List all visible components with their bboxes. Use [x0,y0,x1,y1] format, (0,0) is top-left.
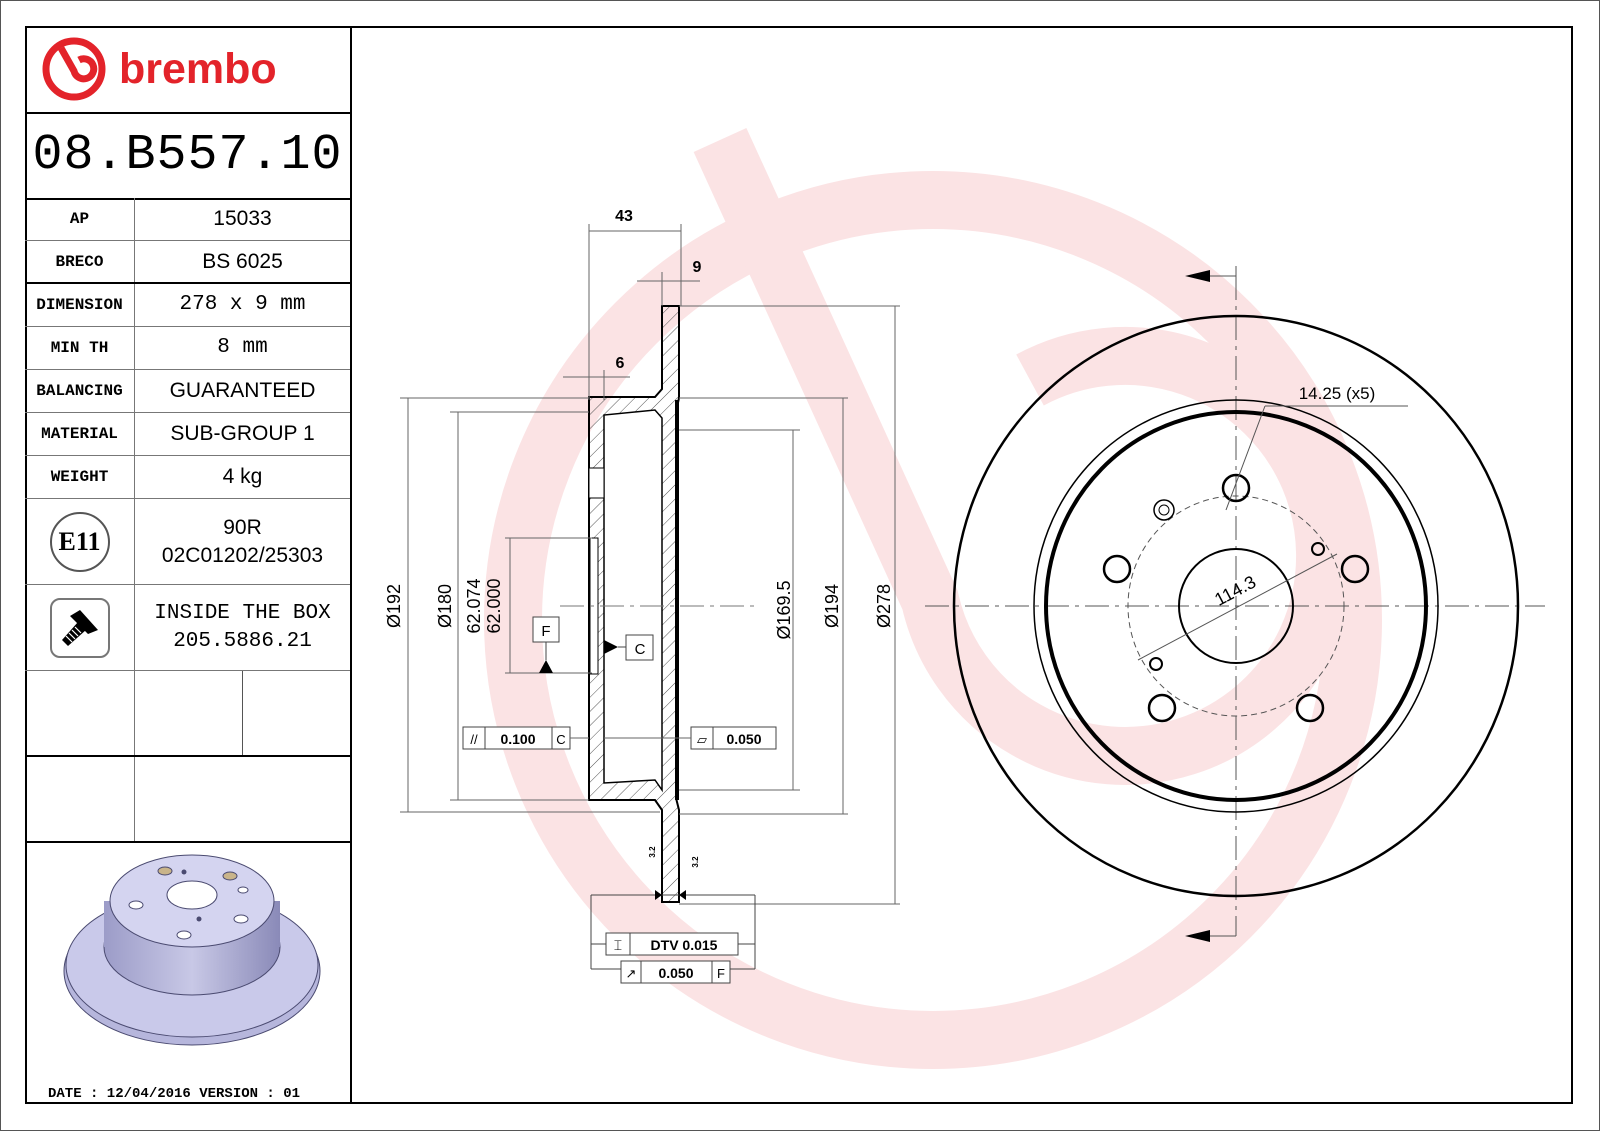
datum-c: C [635,641,646,658]
dim-center-bore-min: 62.000 [484,578,504,633]
section-arrow-bottom-icon [1185,930,1210,942]
spec-row-balancing: BALANCING GUARANTEED [25,370,350,413]
dim-dia-194: Ø194 [822,584,842,628]
empty-cell [25,671,135,755]
screw-line2: 205.5886.21 [173,629,312,653]
drawing-frame [25,26,1573,1104]
dim-disc-thickness: 9 [693,259,702,276]
footer-date-version: DATE : 12/04/2016 VERSION : 01 [48,1086,301,1102]
parallelism-symbol: // [470,732,478,747]
brembo-logo-icon [42,37,106,101]
surface-finish-left: 3.2 [648,846,657,858]
empty-cell [243,671,350,755]
spec-value: 278 x 9 mm [179,293,306,316]
dim-hat-thickness: 6 [616,355,625,372]
flatness-symbol: ▱ [697,732,707,747]
brand-name: brembo [119,44,277,93]
spec-row-breco: BRECO BS 6025 [25,241,350,284]
empty-row-2 [25,757,350,843]
dim-overall-height: 43 [615,208,633,225]
spec-value: 8 mm [217,336,268,359]
dim-dia-180: Ø180 [435,584,455,628]
datum-f: F [541,623,550,640]
screw-line1: INSIDE THE BOX [154,601,331,625]
spec-row-ap: AP 15033 [25,198,350,241]
spec-label: MIN TH [25,327,135,369]
parallelism-value: 0.100 [500,731,535,747]
spec-label: BALANCING [25,370,135,412]
bolt-hole-label: 14.25 (x5) [1299,384,1376,403]
empty-cell [25,757,135,841]
spec-value: 4 kg [222,465,263,488]
approval-value: 90R 02C01202/25303 [135,499,350,584]
parallelism-datum: C [556,732,565,747]
spec-label: BRECO [25,241,135,282]
approval-icon-cell: E11 [25,499,135,584]
spec-row-screw: INSIDE THE BOX 205.5886.21 [25,585,350,671]
part-number: 08.B557.10 [32,126,343,184]
section-arrow-top-icon [1185,270,1210,282]
spec-row-dimension: DIMENSION 278 x 9 mm [25,284,350,327]
dim-center-bore-max: 62.074 [464,578,484,633]
technical-drawing: 43 9 6 Ø192 Ø180 62.074 62.000 Ø169.5 Ø1… [352,26,1571,1102]
empty-cell [135,671,243,755]
spec-row-approval: E11 90R 02C01202/25303 [25,499,350,585]
spec-label: MATERIAL [25,413,135,455]
part-number-cell: 08.B557.10 [25,112,350,200]
dim-dia-169-5: Ø169.5 [774,580,794,639]
spec-value: GUARANTEED [169,379,316,402]
dtv-value: DTV 0.015 [651,937,718,953]
spec-row-min-th: MIN TH 8 mm [25,327,350,370]
screw-value: INSIDE THE BOX 205.5886.21 [135,585,350,670]
runout-value: 0.050 [658,965,693,981]
spec-label: WEIGHT [25,456,135,498]
surface-finish-right: 3.2 [691,856,700,868]
approval-number: 02C01202/25303 [161,543,324,567]
runout-datum: F [717,966,725,981]
approval-regulation: 90R [223,515,262,539]
flatness-value: 0.050 [726,731,761,747]
dtv-symbol: ⌶ [614,937,622,953]
spec-row-material: MATERIAL SUB-GROUP 1 [25,413,350,456]
spec-label: AP [25,198,135,240]
title-block: brembo 08.B557.10 AP 15033 BRECO BS 6025… [25,26,352,1104]
dim-dia-278: Ø278 [874,584,894,628]
brake-disc-render-icon [63,854,321,1046]
spec-value: 15033 [213,207,272,230]
spec-value: BS 6025 [202,249,283,273]
runout-symbol: ↗ [626,966,637,981]
spec-value: SUB-GROUP 1 [170,422,315,445]
brembo-watermark-icon [484,127,1382,1069]
screw-icon-cell [25,585,135,670]
pcd-label: 114.3 [1211,572,1259,610]
brand-logo-cell: brembo [25,26,350,114]
dim-dia-192: Ø192 [384,584,404,628]
section-view [400,224,900,984]
e11-approval-icon: E11 [49,511,110,572]
empty-row-1 [25,671,350,757]
screw-icon [49,597,110,658]
spec-label: DIMENSION [25,284,135,326]
spec-row-weight: WEIGHT 4 kg [25,456,350,499]
disc-3d-render [25,829,350,1102]
front-view [925,266,1545,942]
